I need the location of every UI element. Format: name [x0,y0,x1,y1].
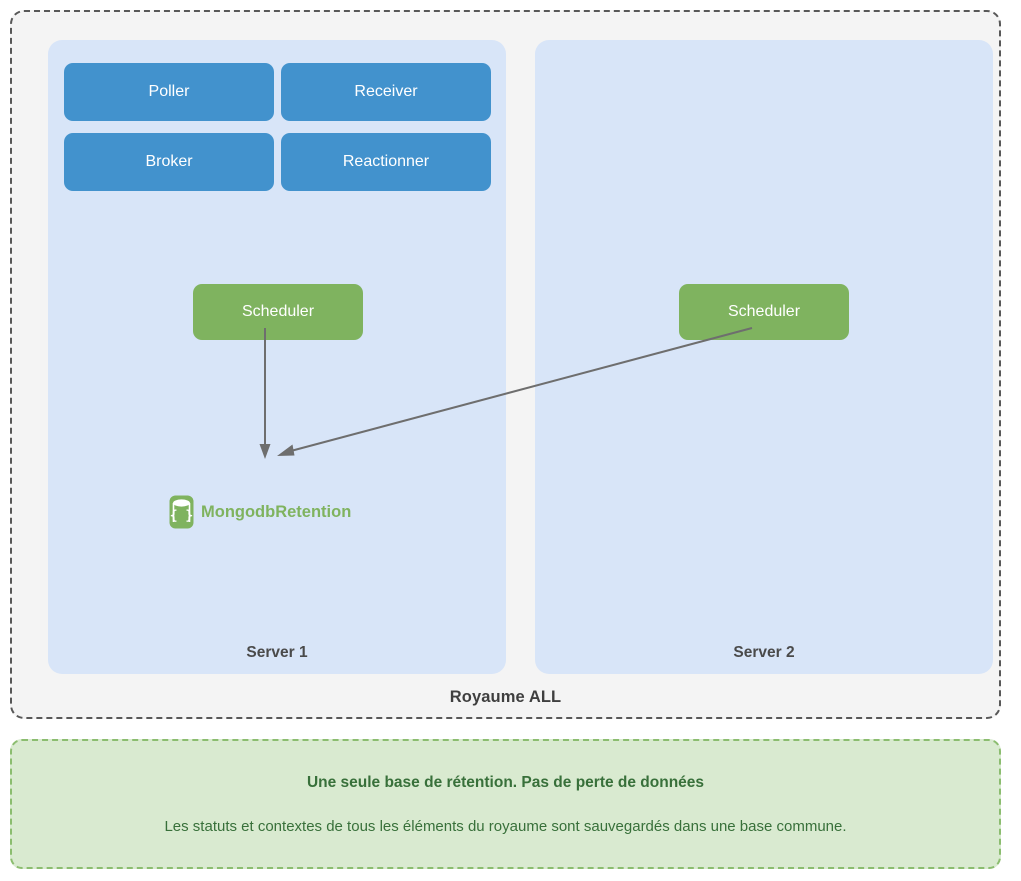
daemon-label: Reactionner [342,153,430,170]
daemon-box-poller[interactable]: Poller [64,63,274,121]
note-text: Les statuts et contextes de tous les élé… [164,817,847,835]
note-title: Une seule base de rétention. Pas de pert… [306,773,705,791]
server-label-1: Server 1 [246,644,308,661]
svg-text:{ }: { } [170,509,193,524]
daemon-label: Receiver [354,83,418,100]
note-box: Une seule base de rétention. Pas de pert… [10,739,1001,869]
daemon-box-broker[interactable]: Broker [64,133,274,191]
daemon-label: Broker [145,153,193,170]
scheduler-box-server-2[interactable]: Scheduler [679,284,849,340]
scheduler-label: Scheduler [727,303,801,320]
realm-title: Royaume ALL [449,688,562,706]
database-node-mongodb-retention[interactable]: { } MongodbRetention [169,495,351,529]
database-icon: { } [169,495,194,529]
daemon-label: Poller [148,83,190,100]
daemon-box-receiver[interactable]: Receiver [281,63,491,121]
realm-container: Poller Receiver Broker Reactionner Sched… [10,10,1001,719]
scheduler-box-server-1[interactable]: Scheduler [193,284,363,340]
server-panel-2: Scheduler Server 2 [535,40,993,674]
scheduler-label: Scheduler [241,303,315,320]
daemon-box-reactionner[interactable]: Reactionner [281,133,491,191]
server-panel-1: Poller Receiver Broker Reactionner Sched… [48,40,506,674]
database-label: MongodbRetention [201,502,352,521]
server-label-2: Server 2 [733,644,795,661]
